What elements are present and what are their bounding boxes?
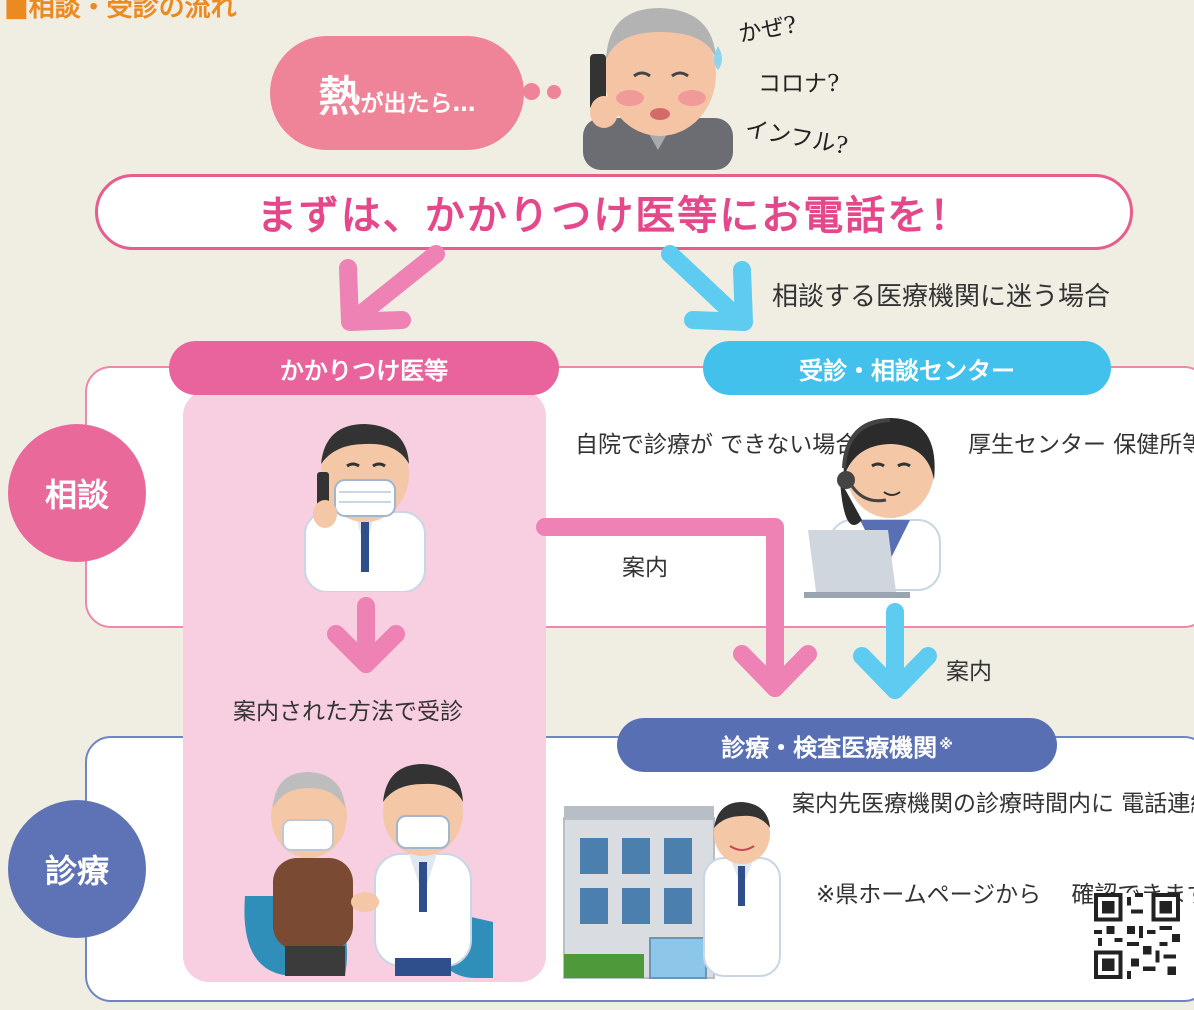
institution-instruction-note: 案内先医療機関の診療時間内に 電話連絡の上、案内された方法で受診: [792, 791, 1194, 817]
qr-code[interactable]: [1094, 893, 1180, 979]
call-first-banner: まずは、かかりつけ医等にお電話を！: [95, 174, 1133, 250]
arrow-to-consult-center: [661, 245, 747, 327]
doctor-on-phone-illustration: [304, 424, 426, 592]
footnote-mark: ※: [939, 737, 953, 753]
consult-badge: 相談: [8, 424, 146, 562]
fever-speech-bubble: 熱が出たら…: [270, 36, 524, 150]
unsure-note: 相談する医療機関に迷う場合: [772, 282, 1111, 312]
visit-by-method-note: 案内された方法で受診: [233, 699, 463, 725]
consult-center-heading: 受診・相談センター: [703, 341, 1111, 395]
worry-text-corona: コロナ?: [758, 71, 840, 97]
fever-text: が出たら…: [360, 90, 476, 117]
sick-man-phone-illustration: [583, 8, 733, 170]
bubble-tail-dot: [547, 85, 561, 99]
hospital-building-illustration: [563, 802, 781, 979]
guide-label-left: 案内: [622, 555, 668, 581]
page-title: ■相談・受診の流れ: [4, 0, 237, 23]
center-examples-note: 厚生センター 保健所等: [968, 432, 1194, 458]
cannot-treat-note: 自院で診療が できない場合: [575, 432, 859, 458]
test-institution-heading: 診療・検査医療機関※: [617, 718, 1057, 772]
treatment-badge: 診療: [8, 800, 146, 938]
call-center-operator-illustration: [804, 418, 941, 598]
arrow-guide-pink: [536, 518, 784, 697]
fever-emphasis: 熱: [318, 71, 361, 121]
arrow-to-family-doctor: [347, 245, 445, 327]
guide-label-right: 案内: [946, 659, 992, 685]
doctor-patient-illustration: [244, 764, 493, 978]
bubble-tail-dot: [523, 83, 540, 100]
family-doctor-heading: かかりつけ医等: [169, 341, 559, 395]
